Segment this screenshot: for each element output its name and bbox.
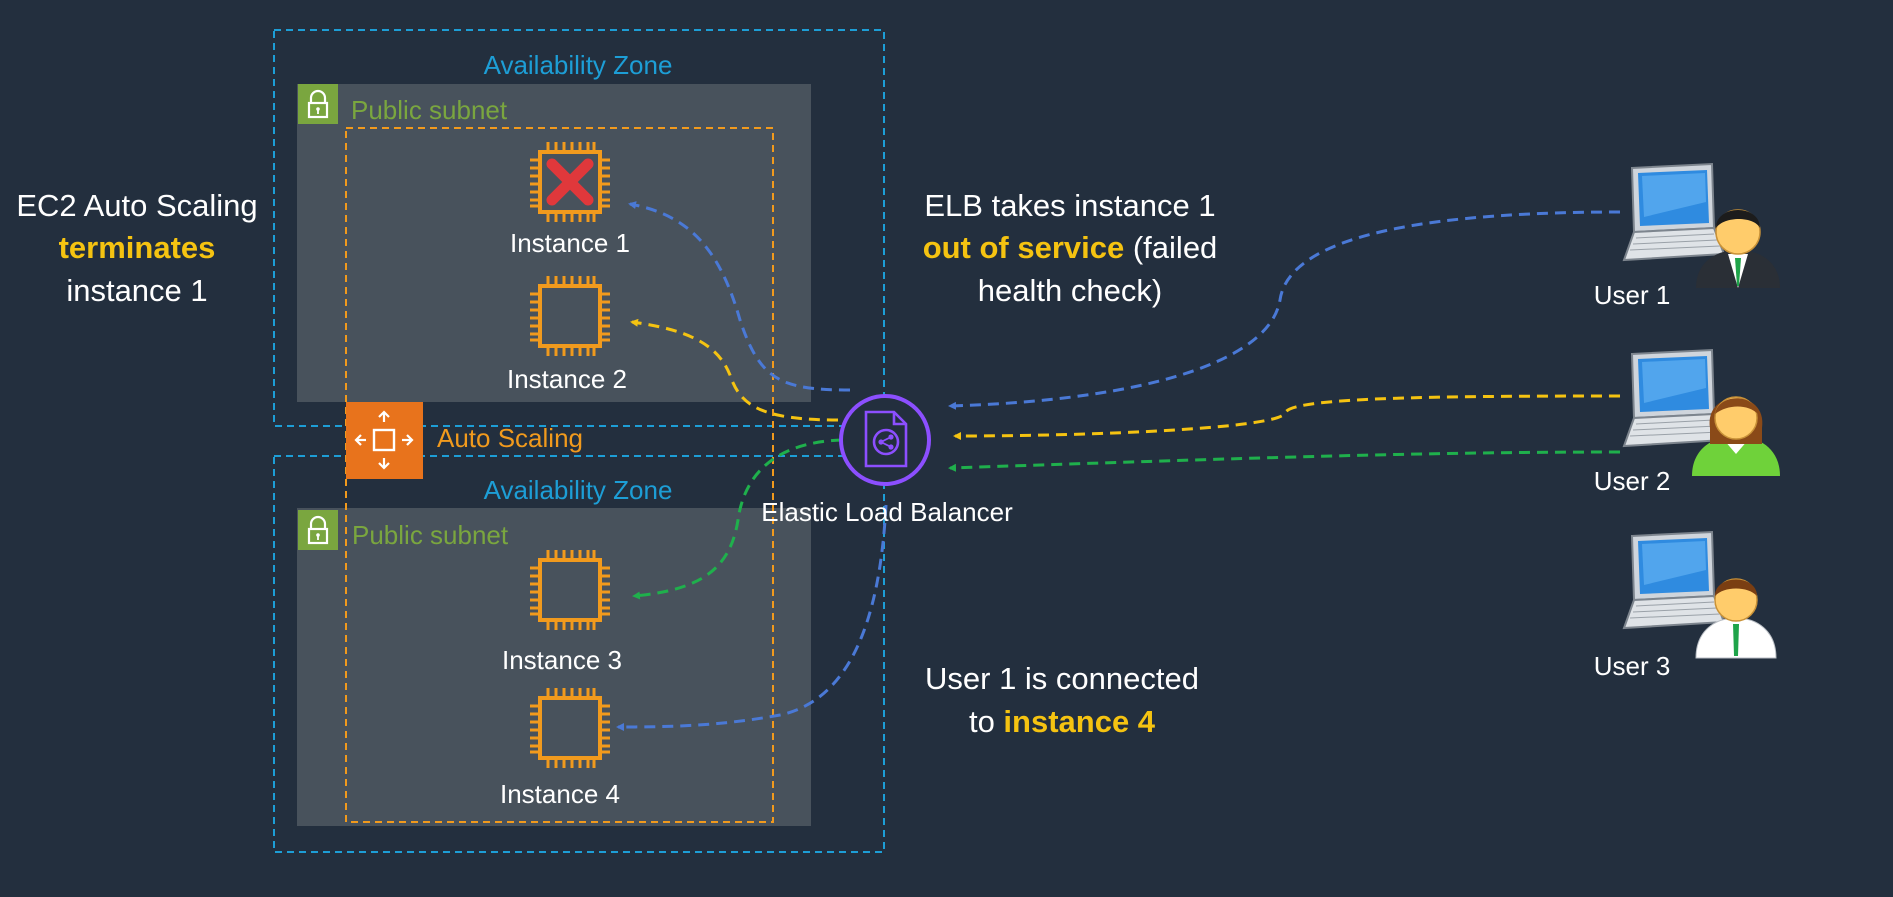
annotation-text: to	[969, 704, 1003, 739]
left-annotation: EC2 Auto Scaling terminates instance 1	[16, 188, 257, 308]
lock-icon	[296, 508, 340, 552]
instance-label: Instance 4	[500, 779, 620, 809]
annotation-line: health check)	[978, 273, 1162, 308]
user3-route	[632, 438, 843, 600]
laptop-user-icon	[1623, 531, 1777, 659]
laptop-user-icon	[1623, 349, 1780, 476]
laptop-user-icon	[1623, 163, 1780, 288]
user1-new-route	[616, 504, 888, 731]
annotation-highlight: instance 4	[1003, 704, 1155, 739]
avatar	[1692, 396, 1780, 476]
public-subnet-label: Public subnet	[351, 95, 508, 125]
instance-label: Instance 1	[510, 228, 630, 258]
user1-old-route	[628, 201, 851, 392]
public-subnet-1	[297, 84, 811, 402]
user-label: User 2	[1594, 466, 1671, 496]
connection-annotation: User 1 is connected to instance 4	[925, 661, 1199, 739]
availability-zone-label: Availability Zone	[484, 475, 673, 505]
avatar	[1695, 578, 1777, 659]
instance-label: Instance 3	[502, 645, 622, 675]
annotation-line: out of service (failed	[923, 230, 1218, 265]
elb-icon	[839, 394, 931, 486]
annotation-line: User 1 is connected	[925, 661, 1199, 696]
user-label: User 3	[1594, 651, 1671, 681]
annotation-line: to instance 4	[969, 704, 1156, 739]
ec2-instance-icon	[528, 140, 612, 224]
annotation-text: (failed	[1124, 230, 1217, 265]
terminated-x-icon	[546, 158, 594, 206]
user3-flow-line	[948, 450, 1621, 472]
annotation-line: ELB takes instance 1	[924, 188, 1215, 223]
availability-zone-2	[273, 455, 885, 853]
instance-label: Instance 2	[507, 364, 627, 394]
auto-scaling-icon	[346, 402, 423, 479]
user2-flow-line	[953, 394, 1621, 440]
auto-scaling-label: Auto Scaling	[437, 423, 583, 453]
annotation-highlight: terminates	[59, 230, 216, 265]
lock-icon	[296, 82, 340, 126]
avatar	[1696, 209, 1780, 288]
user-label: User 1	[1594, 280, 1671, 310]
auto-scaling-group	[345, 127, 774, 823]
elb-label: Elastic Load Balancer	[761, 497, 1013, 527]
elb-annotation: ELB takes instance 1 out of service (fai…	[923, 188, 1218, 308]
availability-zone-label: Availability Zone	[484, 50, 673, 80]
user1-flow-line	[948, 210, 1621, 410]
public-subnet-label: Public subnet	[352, 520, 509, 550]
annotation-highlight: out of service	[923, 230, 1125, 265]
availability-zone-1	[273, 29, 885, 427]
annotation-line: EC2 Auto Scaling	[16, 188, 257, 223]
annotation-line: instance 1	[66, 273, 207, 308]
user2-route	[630, 318, 839, 422]
